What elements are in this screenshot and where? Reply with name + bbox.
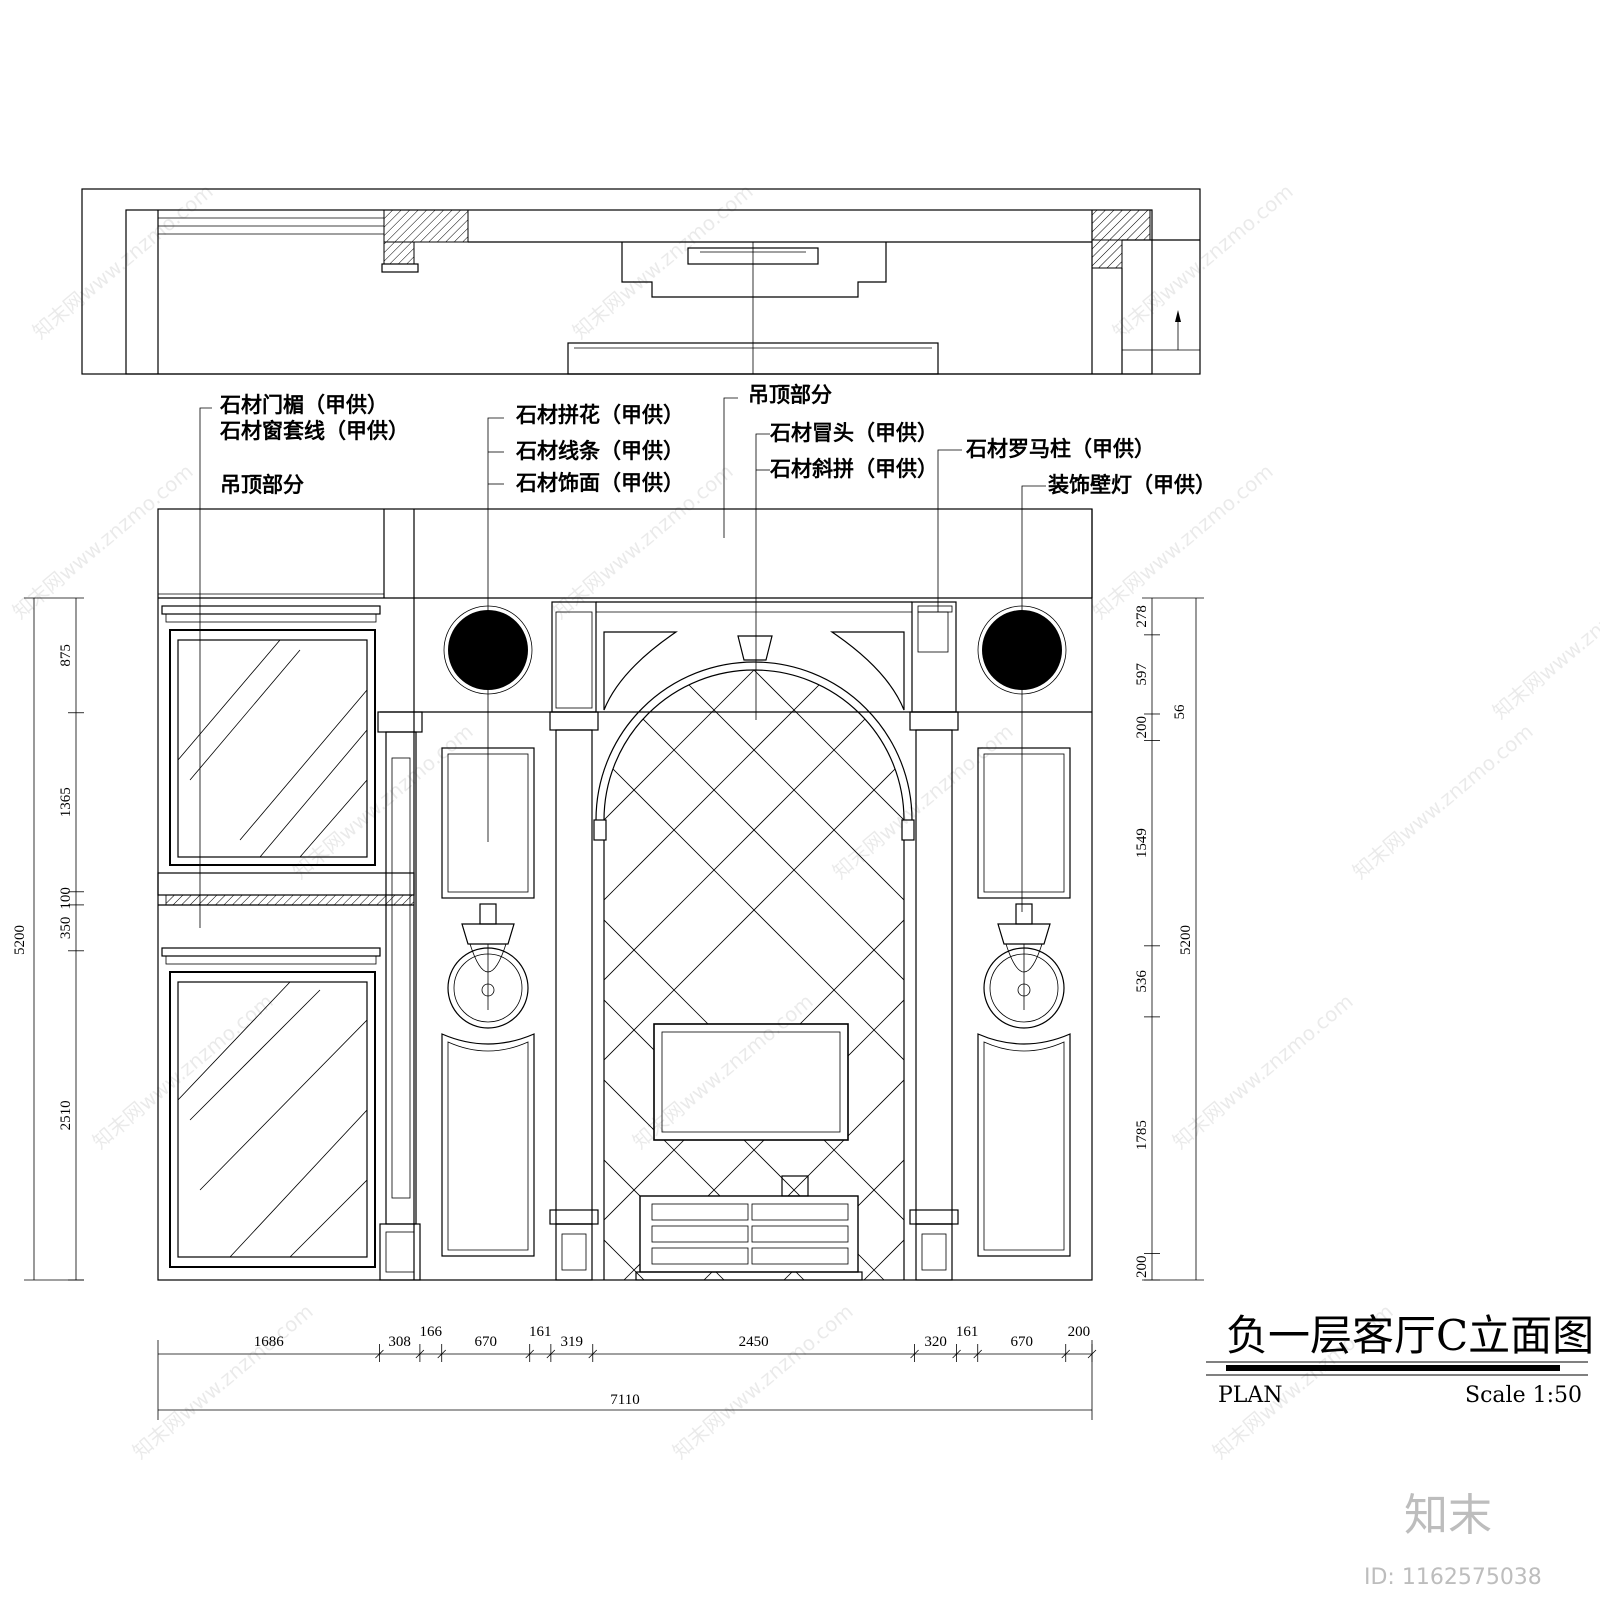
- dim-vertical-value: 278: [1134, 605, 1150, 628]
- left-dimensions: 875 1365 100 350 2510: [58, 644, 84, 1281]
- label-wall-lamp: 装饰壁灯（甲供）: [1048, 472, 1216, 497]
- window-lower: [161, 947, 381, 1268]
- right-wall-lamp: [983, 903, 1065, 1029]
- label-stone-facing: 石材饰面（甲供）: [515, 470, 684, 495]
- dimension-lines: [24, 597, 1204, 1420]
- dim-bottom-value: 308: [388, 1334, 411, 1350]
- dim-vertical-value: 1785: [1134, 1120, 1150, 1150]
- tv: [653, 1023, 849, 1141]
- material-labels: 石材门楣（甲供） 石材窗套线（甲供） 吊顶部分 石材拼花（甲供） 石材线条（甲供…: [219, 382, 1216, 497]
- bottom-dimensions: 1686 308 166 670 161 319 2450 320 161 670 200: [254, 1324, 1097, 1362]
- dim-vertical-value: 350: [58, 917, 74, 940]
- dim-slash: [525, 1349, 534, 1359]
- dim-vertical-value: 1365: [58, 787, 74, 817]
- title-block: 负一层客厅C立面图 PLAN Scale 1:50: [1206, 1311, 1594, 1408]
- central-arch: [593, 601, 915, 1281]
- label-stone-mosaic: 石材拼花（甲供）: [515, 402, 684, 427]
- watermark-text: 知末网www.znzmo.com: [828, 719, 1018, 884]
- watermark-text: 知末网www.znzmo.com: [1488, 559, 1600, 724]
- dim-slash: [910, 1349, 919, 1359]
- arch-right-column: [909, 601, 959, 1281]
- dim-vertical-value: 597: [1134, 663, 1150, 686]
- watermark-id: ID: 1162575038: [1364, 1565, 1542, 1590]
- watermark-text: 知末网www.znzmo.com: [568, 179, 758, 344]
- dim-vertical-value: 875: [58, 644, 74, 667]
- dim-slash: [375, 1349, 384, 1359]
- dim-bottom-value: 320: [924, 1334, 947, 1350]
- watermark-text: 知末网www.znzmo.com: [1108, 179, 1298, 344]
- dim-total-width: 7110: [610, 1392, 639, 1408]
- dim-slash: [415, 1349, 425, 1359]
- label-stone-diagonal: 石材斜拼（甲供）: [769, 456, 938, 481]
- watermark-text: 知末网www.znzmo.com: [8, 459, 198, 624]
- dim-bottom-value: 670: [474, 1334, 497, 1350]
- dim-slash: [437, 1349, 446, 1359]
- dim-vertical-value: 1549: [1134, 828, 1150, 858]
- main-elevation: [157, 508, 1093, 1281]
- dim-right-total: 5200: [1178, 925, 1194, 955]
- watermark-text: 知末网www.znzmo.com: [88, 989, 278, 1154]
- tv-cabinet: [635, 1175, 863, 1281]
- scale-label: Scale 1:50: [1465, 1383, 1582, 1408]
- label-stone-window-trim: 石材窗套线（甲供）: [219, 418, 409, 443]
- dim-right-extra: 56: [1172, 704, 1188, 720]
- dim-bottom-value: 161: [956, 1324, 979, 1340]
- dim-slash: [546, 1349, 556, 1359]
- left-wall-lamp: [447, 903, 529, 1029]
- dim-vertical-value: 2510: [58, 1100, 74, 1130]
- left-beam-hatch: [383, 209, 469, 243]
- left-pilaster: [377, 711, 423, 1281]
- window-upper: [157, 605, 415, 906]
- dim-vertical-value: 200: [1134, 1255, 1150, 1278]
- drawing-title: 负一层客厅C立面图: [1226, 1311, 1594, 1360]
- label-stone-lines: 石材线条（甲供）: [515, 438, 684, 463]
- dim-vertical-value: 100: [58, 887, 74, 910]
- dim-vertical-value: 536: [1134, 970, 1150, 993]
- label-ceiling-top: 吊顶部分: [748, 382, 832, 407]
- dim-slash: [952, 1349, 961, 1359]
- plan-label: PLAN: [1218, 1383, 1283, 1408]
- watermark-text: 知末网www.znzmo.com: [668, 1299, 858, 1464]
- dim-slash: [1061, 1349, 1071, 1359]
- dim-left-total: 5200: [12, 925, 28, 955]
- right-beam-hatch: [1091, 209, 1151, 241]
- watermark-text: 知末网www.znzmo.com: [1348, 719, 1538, 884]
- ceiling-section: [81, 188, 1201, 375]
- label-stone-cap: 石材冒头（甲供）: [769, 420, 938, 445]
- dim-bottom-value: 161: [529, 1324, 552, 1340]
- right-wall: [917, 605, 1071, 1257]
- dim-bottom-value: 166: [420, 1324, 443, 1340]
- watermark-text: 知末网www.znzmo.com: [128, 1299, 318, 1464]
- dim-bottom-value: 2450: [739, 1334, 769, 1350]
- watermark-brand: 知末: [1404, 1490, 1492, 1541]
- arch-left-column: [549, 601, 599, 1281]
- right-dimensions: 278 597 200 1549 536 1785 200: [1134, 605, 1160, 1281]
- dim-slash: [588, 1349, 598, 1359]
- watermark-text: 知末网www.znzmo.com: [28, 179, 218, 344]
- dim-bottom-value: 200: [1068, 1324, 1091, 1340]
- label-stone-door-lintel: 石材门楣（甲供）: [219, 392, 388, 417]
- watermark-text: 知末网www.znzmo.com: [288, 719, 478, 884]
- label-stone-column: 石材罗马柱（甲供）: [965, 436, 1155, 461]
- dim-bottom-value: 1686: [254, 1334, 285, 1350]
- dim-slash: [1087, 1349, 1097, 1359]
- dim-bottom-value: 319: [561, 1334, 584, 1350]
- dim-vertical-value: 200: [1134, 716, 1150, 739]
- leader-lines: [199, 397, 1046, 928]
- label-ceiling-left: 吊顶部分: [220, 472, 304, 497]
- dim-slash: [973, 1349, 983, 1359]
- dim-bottom-value: 670: [1010, 1334, 1033, 1350]
